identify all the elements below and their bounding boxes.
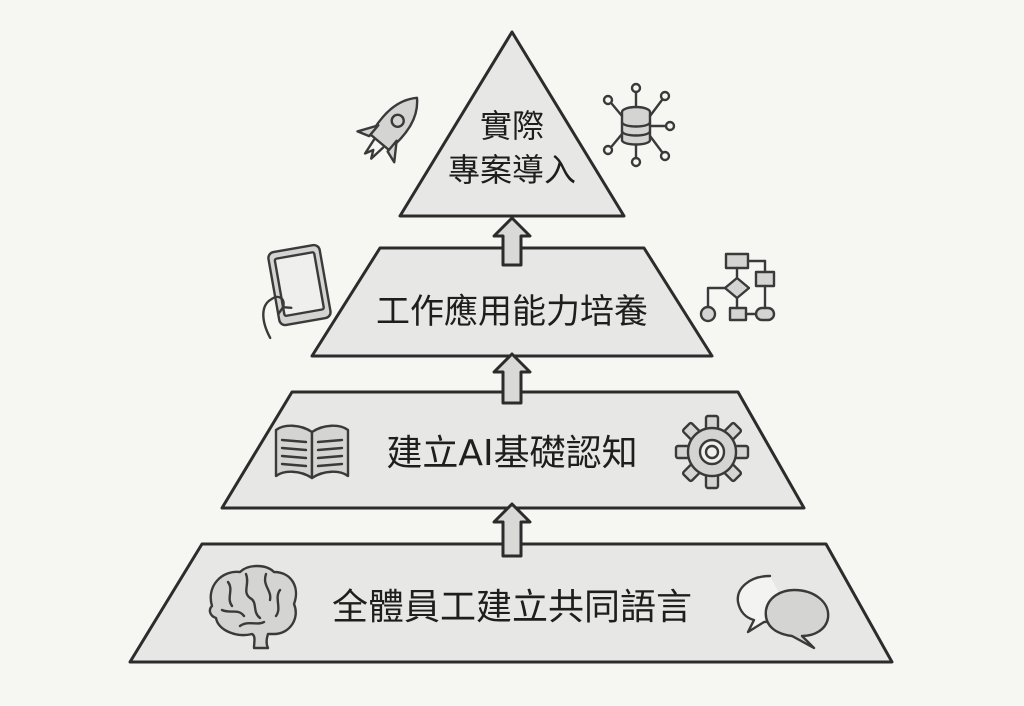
tier-3-label: 建立AI基礎認知 — [386, 433, 638, 474]
arrow-up-1 — [492, 216, 532, 267]
tier-4-label: 全體員工建立共同語言 — [331, 587, 692, 628]
tier-1-label: 實際 專案導入 — [432, 104, 592, 192]
flowchart-icon — [699, 252, 776, 323]
tier-2-trapezoid — [310, 246, 714, 358]
tier-2-label: 工作應用能力培養 — [376, 292, 648, 332]
brain-icon — [208, 564, 298, 650]
gear-icon — [674, 414, 750, 490]
database-network-icon — [602, 82, 676, 168]
tier-top-triangle — [398, 30, 626, 218]
rocket-icon — [356, 96, 419, 164]
tier-3-trapezoid — [220, 390, 806, 510]
tier-1-label-line-1: 實際 — [479, 107, 544, 145]
speech-bubbles-icon — [736, 574, 830, 650]
tier-1-label-line-2: 專案導入 — [447, 151, 576, 189]
arrow-up-3 — [492, 502, 532, 558]
tier-4-trapezoid — [128, 542, 894, 664]
arrow-up-2 — [492, 352, 532, 405]
book-icon — [274, 424, 350, 480]
tablet-hand-icon — [262, 243, 332, 340]
